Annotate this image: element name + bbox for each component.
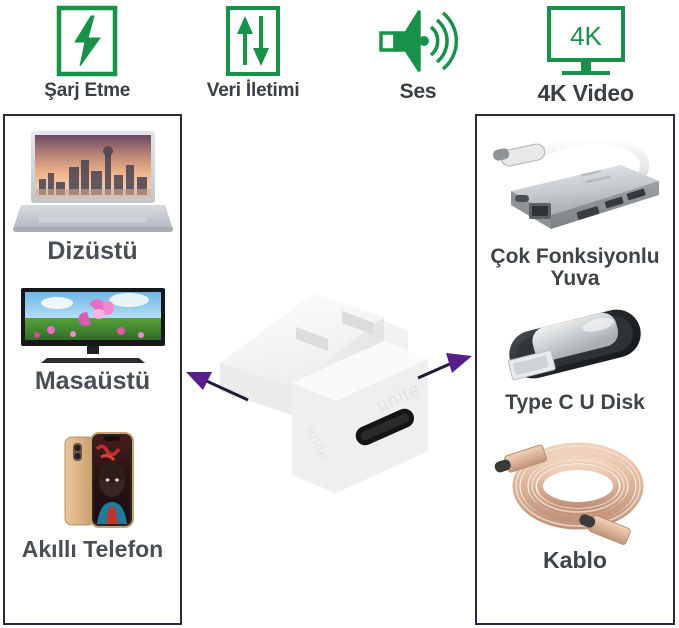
device-dock-label: Çok Fonksiyonlu Yuva (490, 245, 660, 291)
feature-audio-label: Ses (399, 80, 437, 103)
lightning-bolt-icon (55, 4, 119, 78)
device-desktop-label: Masaüstü (34, 367, 151, 396)
device-udisk: Type C U Disk (477, 298, 673, 414)
device-smartphone: Akıllı Telefon (5, 423, 180, 561)
device-laptop: Dizüstü (5, 126, 180, 264)
usb-hub-dock-icon (477, 124, 673, 244)
monitor-4k-icon: 4K (537, 4, 635, 78)
laptop-icon (5, 126, 180, 236)
device-laptop-label: Dizüstü (47, 237, 138, 265)
smartphone-icon (5, 423, 180, 533)
device-desktop: Masaüstü (5, 286, 180, 396)
feature-audio: Ses (376, 4, 460, 104)
device-cable: Kablo (477, 428, 673, 572)
usb-c-keystone-coupler: unite unite (196, 255, 486, 520)
usb-flash-drive-icon (477, 298, 673, 390)
device-cable-label: Kablo (543, 547, 607, 574)
speaker-sound-icon (376, 4, 460, 78)
feature-data-transfer: Veri İletimi (207, 4, 300, 102)
device-dock: Çok Fonksiyonlu Yuva (477, 124, 673, 290)
device-udisk-label: Type C U Disk (505, 391, 645, 415)
peripheral-devices-panel: Çok Fonksiyonlu Yuva (475, 114, 675, 625)
source-devices-panel: Dizüstü (3, 114, 182, 625)
feature-charging: Şarj Etme (44, 4, 130, 102)
feature-charging-label: Şarj Etme (44, 80, 131, 101)
feature-data-transfer-label: Veri İletimi (206, 80, 300, 101)
monitor-4k-badge-text: 4K (570, 21, 602, 51)
feature-4k-video: 4K 4K Video (537, 4, 635, 107)
usb-c-cable-icon (477, 428, 673, 548)
data-transfer-arrows-icon (224, 4, 282, 78)
device-smartphone-label: Akıllı Telefon (21, 535, 164, 562)
feature-4k-video-label: 4K Video (537, 80, 634, 106)
feature-icon-strip: Şarj Etme Veri İletimi (0, 0, 679, 112)
television-icon (5, 286, 180, 364)
